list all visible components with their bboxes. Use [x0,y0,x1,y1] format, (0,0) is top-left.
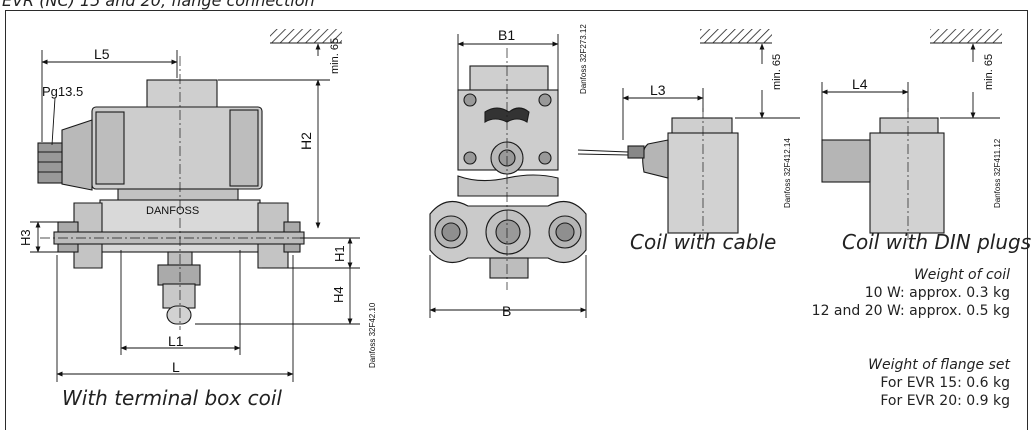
drawing-frame [5,10,1028,430]
ref-side: Danfoss 32F273.12 [579,24,588,94]
dim-H3-label: H3 [18,229,33,246]
dim-B1-label: B1 [498,27,515,43]
dim-H4 [195,268,360,325]
weight-coil-line: 12 and 20 W: approx. 0.5 kg [811,303,1010,319]
din-coil-drawing [821,29,1002,240]
weight-flange-heading: Weight of flange set [868,357,1010,373]
dim-min65-main: min. 65 [329,38,341,74]
weight-of-coil-note: Weight of coil 10 W: approx. 0.3 kg 12 a… [812,266,1010,320]
weight-flange-line: For EVR 15: 0.6 kg [880,375,1010,391]
din-coil-body [869,132,945,234]
clearance-hatch-din [930,29,1002,43]
dim-B1 [457,34,559,90]
dim-H4-label: H4 [331,286,346,303]
dim-L5 [41,50,178,142]
page-heading: EVR (NC) 15 and 20, flange connection [2,0,315,10]
weight-of-flange-note: Weight of flange set For EVR 15: 0.6 kg … [868,356,1010,410]
cable-coil-top [671,117,733,135]
cable-coil-drawing [577,29,772,240]
main-valve-drawing [37,29,342,330]
dim-H2 [218,79,330,229]
weight-coil-line: 10 W: approx. 0.3 kg [864,285,1010,301]
caption-coil-with-cable: Coil with cable [630,230,777,254]
dim-H2-label: H2 [298,132,314,150]
dim-L-label: L [172,359,180,375]
dim-L [56,255,294,382]
ref-din: Danfoss 32F411.12 [993,138,1002,208]
din-plug [821,139,871,183]
coil-top [146,79,218,111]
dim-L1 [120,250,241,355]
side-valve-drawing [429,48,587,290]
dim-min65-cable: min. 65 [771,54,783,90]
dim-L3 [622,43,800,140]
ref-main: Danfoss 32F42.10 [368,302,377,368]
weight-flange-line: For EVR 20: 0.9 kg [880,393,1010,409]
dim-L3-label: L3 [650,82,666,98]
dim-L5-label: L5 [94,46,110,62]
pg-label: Pg13.5 [42,84,83,99]
caption-coil-with-din-plugs: Coil with DIN plugs [842,230,1032,254]
coil-brand-label: DANFOSS [146,205,199,217]
cable-connector [642,139,669,179]
dim-min65-din: min. 65 [983,54,995,90]
side-coil-top [469,65,549,95]
dim-H1-label: H1 [332,245,347,262]
dim-L4-label: L4 [852,76,868,92]
dim-L4 [821,43,1000,140]
caption-terminal-box-coil: With terminal box coil [62,386,282,410]
clearance-hatch [270,29,342,43]
dim-L1-label: L1 [168,333,184,349]
clearance-hatch-cable [700,29,772,43]
dim-B [429,255,587,318]
dim-B-label: B [502,303,511,319]
cable-gland [37,142,63,184]
din-coil-top [879,117,939,135]
ref-cable: Danfoss 32F412.14 [783,138,792,208]
dim-H3 [30,221,74,253]
terminal-box [61,119,93,191]
dim-H1 [262,237,360,269]
weight-coil-heading: Weight of coil [913,267,1010,283]
